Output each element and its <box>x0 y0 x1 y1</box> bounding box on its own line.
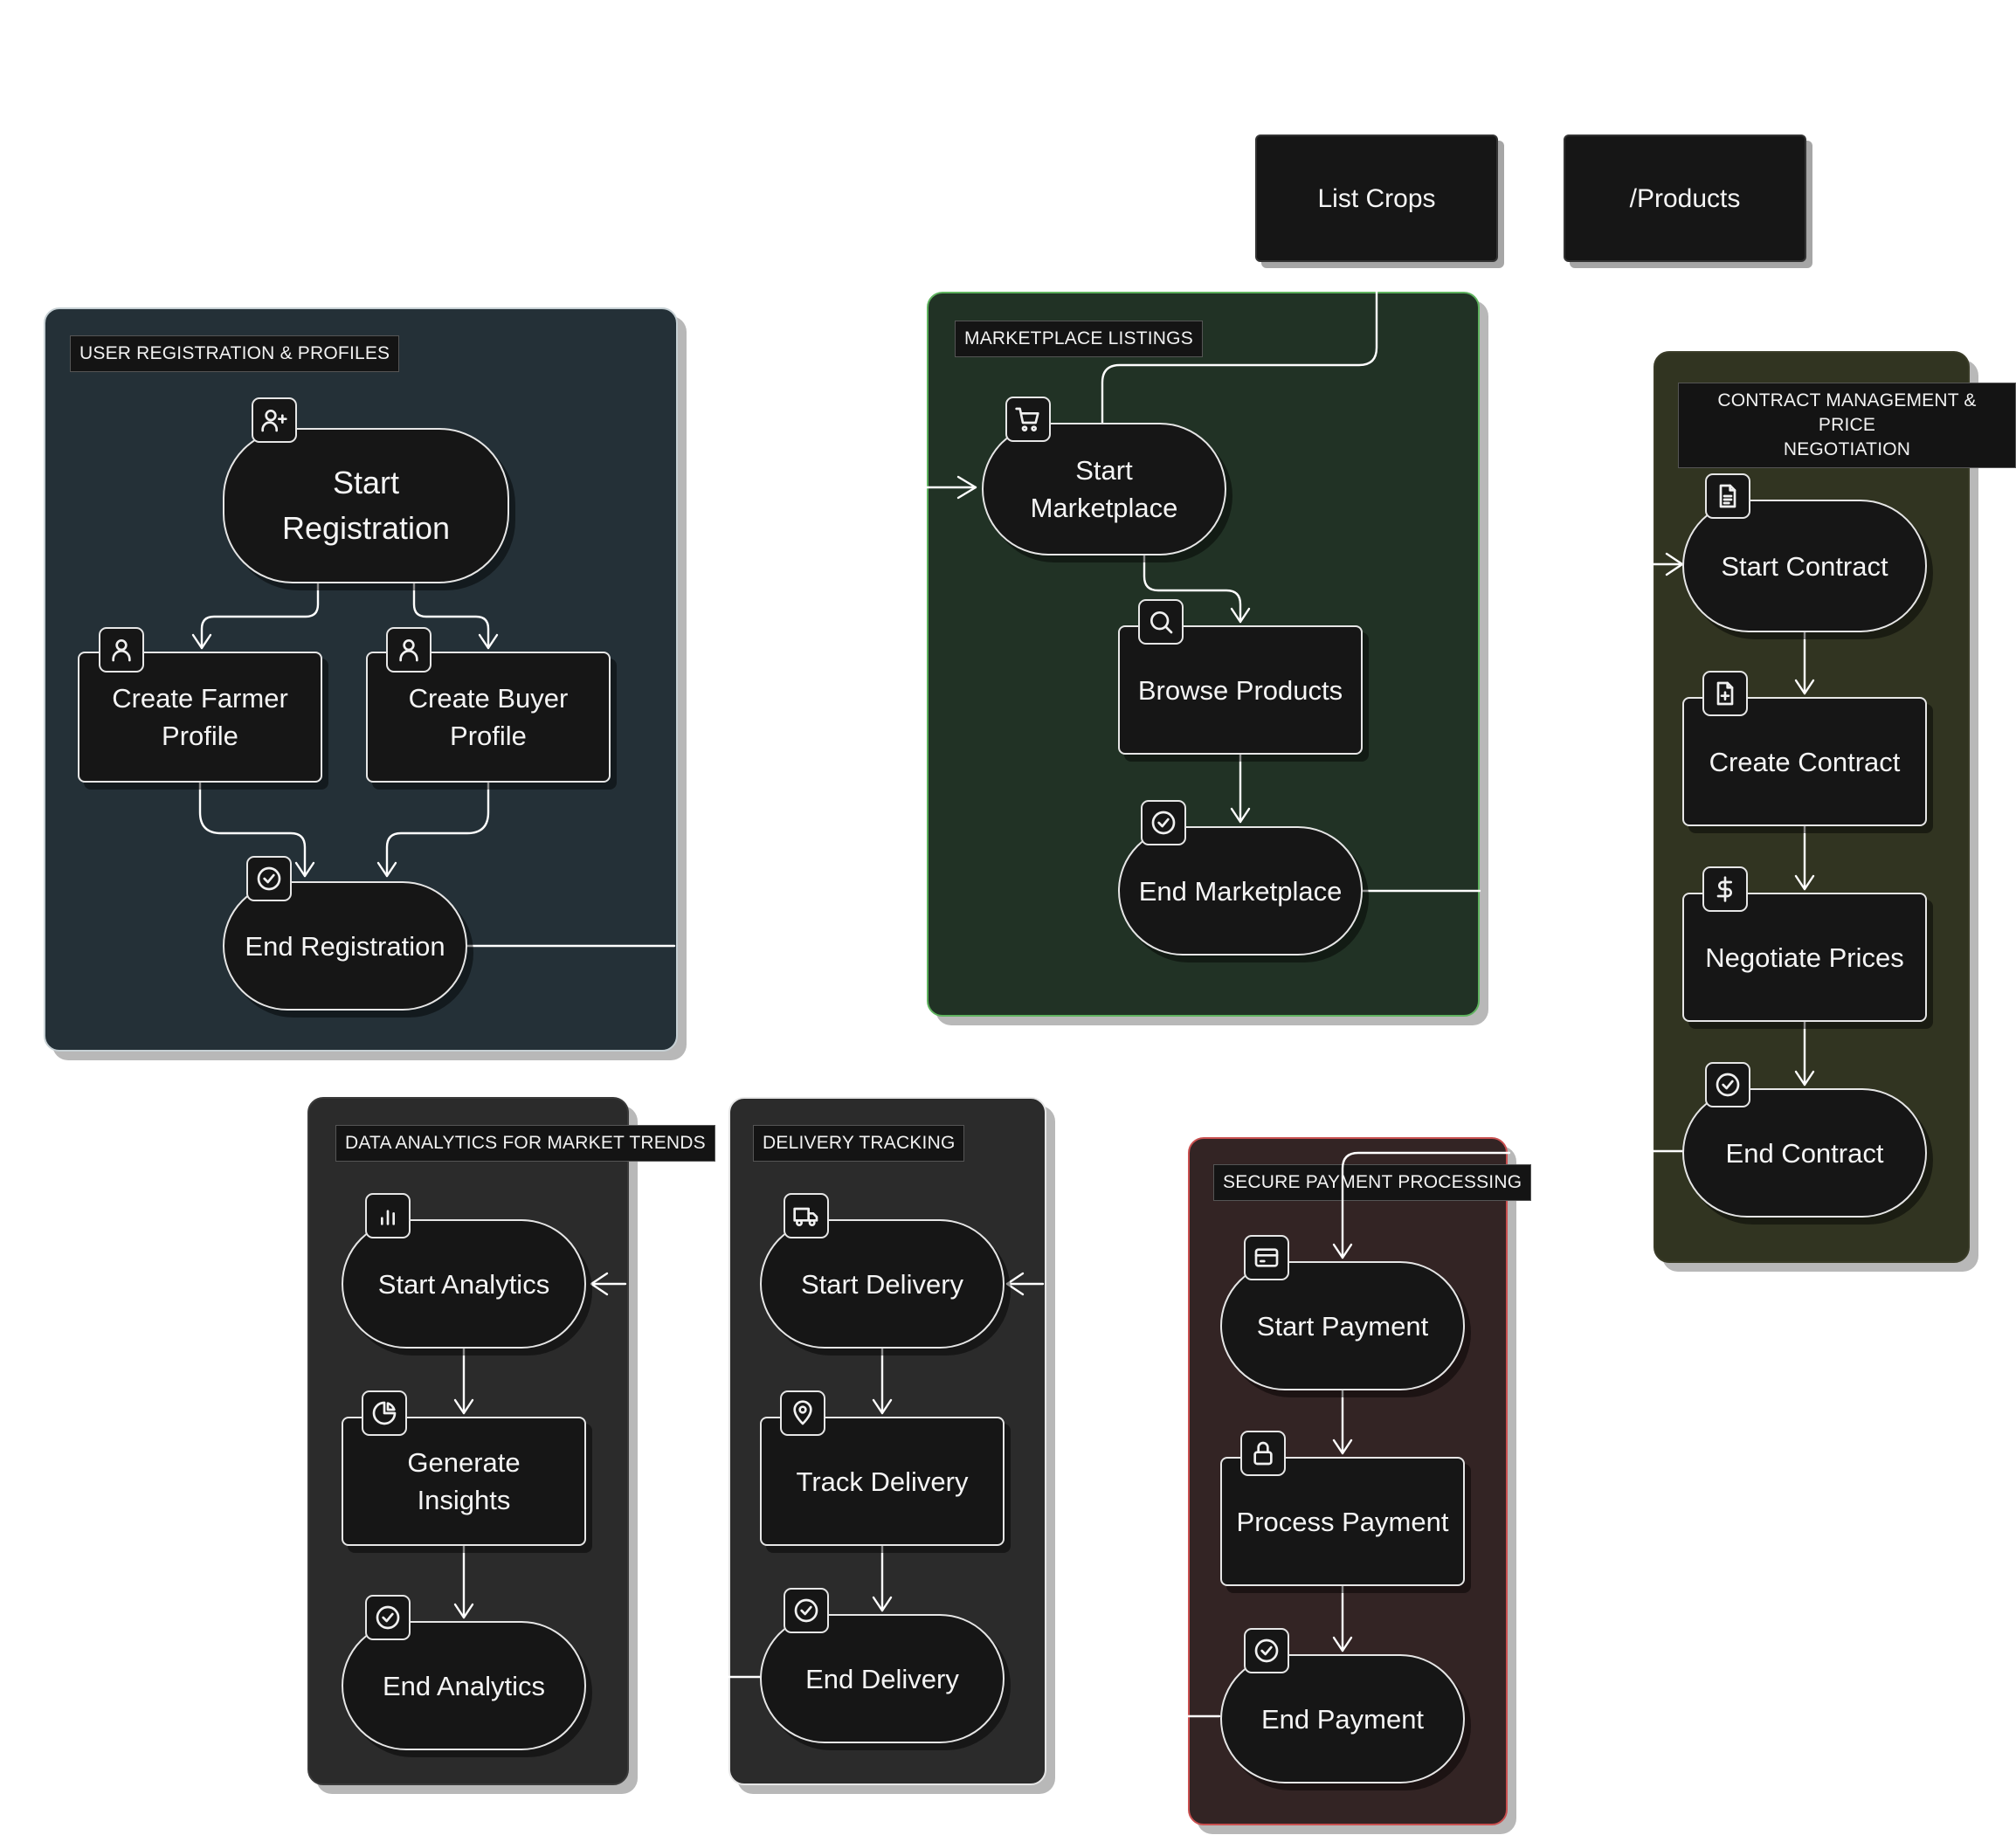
node-create-farmer-profile[interactable]: Create Farmer Profile <box>78 652 322 783</box>
group-label-contract: CONTRACT MANAGEMENT & PRICE NEGOTIATION <box>1678 383 2016 468</box>
check-circle-icon <box>1244 1628 1289 1673</box>
arrow-end-payment <box>1332 1636 1353 1652</box>
node-create-buyer-profile[interactable]: Create Buyer Profile <box>366 652 611 783</box>
group-label-payment: SECURE PAYMENT PROCESSING <box>1213 1164 1532 1201</box>
truck-icon <box>784 1193 829 1238</box>
credit-card-icon <box>1244 1235 1289 1280</box>
file-plus-icon <box>1702 671 1748 716</box>
edge-start-to-farmer <box>200 582 320 650</box>
arrow-end-market <box>1230 807 1251 824</box>
node-process-payment[interactable]: Process Payment <box>1220 1457 1465 1586</box>
node-end-contract[interactable]: End Contract <box>1682 1088 1927 1218</box>
lock-icon <box>1240 1431 1286 1476</box>
arrow-end-reg-2 <box>376 861 397 878</box>
check-circle-icon <box>784 1588 829 1633</box>
node-end-registration[interactable]: End Registration <box>223 881 467 1011</box>
group-label-delivery: DELIVERY TRACKING <box>753 1125 965 1162</box>
pie-chart-icon <box>362 1390 407 1436</box>
arrow-end-contract <box>1794 1070 1815 1087</box>
map-pin-icon <box>780 1390 825 1436</box>
node-start-marketplace[interactable]: Start Marketplace <box>982 423 1226 555</box>
node-generate-insights[interactable]: Generate Insights <box>342 1417 586 1546</box>
arrow-create <box>1794 679 1815 695</box>
bar-chart-icon <box>365 1193 411 1238</box>
node-negotiate-prices[interactable]: Negotiate Prices <box>1682 893 1927 1022</box>
dollar-icon <box>1702 866 1748 912</box>
node-track-delivery[interactable]: Track Delivery <box>760 1417 1005 1546</box>
arrow-insights <box>453 1398 474 1415</box>
search-icon <box>1138 599 1184 645</box>
arrow-process <box>1332 1438 1353 1455</box>
node-start-registration[interactable]: Start Registration <box>223 428 509 583</box>
arrow-negotiate <box>1794 874 1815 891</box>
arrow-end-reg-1 <box>294 861 315 878</box>
arrow-entry-marketplace <box>956 475 977 500</box>
arrow-entry-payment <box>1332 1243 1353 1259</box>
group-label-analytics: DATA ANALYTICS FOR MARKET TRENDS <box>335 1125 715 1162</box>
user-plus-icon <box>252 397 297 443</box>
check-circle-icon <box>1705 1062 1750 1107</box>
node-start-payment[interactable]: Start Payment <box>1220 1261 1465 1390</box>
edge-buyer-to-end <box>385 781 490 878</box>
check-circle-icon <box>1141 800 1186 845</box>
node-browse-products[interactable]: Browse Products <box>1118 625 1363 755</box>
node-end-analytics[interactable]: End Analytics <box>342 1621 586 1750</box>
user-icon <box>386 627 432 673</box>
node-list-crops[interactable]: List Crops <box>1255 135 1498 262</box>
node-end-marketplace[interactable]: End Marketplace <box>1118 826 1363 955</box>
file-text-icon <box>1705 473 1750 519</box>
node-start-delivery[interactable]: Start Delivery <box>760 1219 1005 1349</box>
node-products[interactable]: /Products <box>1564 135 1806 262</box>
arrow-entry-delivery <box>1005 1272 1025 1296</box>
user-icon <box>99 627 144 673</box>
arrow-buyer <box>478 633 499 650</box>
edge-listcrops-to-marketplace <box>1101 260 1378 424</box>
group-label-registration: USER REGISTRATION & PROFILES <box>70 335 400 372</box>
arrow-entry-analytics <box>590 1272 609 1296</box>
arrow-end-delivery <box>872 1596 893 1612</box>
arrow-farmer <box>191 633 212 650</box>
node-create-contract[interactable]: Create Contract <box>1682 697 1927 826</box>
edge-entry-payment <box>1341 1151 1511 1259</box>
edge-farmer-to-end <box>198 781 307 878</box>
arrow-browse <box>1230 607 1251 624</box>
arrow-end-analytics <box>453 1603 474 1619</box>
edge-start-to-buyer <box>412 582 490 650</box>
group-label-marketplace: MARKETPLACE LISTINGS <box>955 321 1203 357</box>
node-end-delivery[interactable]: End Delivery <box>760 1614 1005 1743</box>
node-start-analytics[interactable]: Start Analytics <box>342 1219 586 1349</box>
arrow-track <box>872 1398 893 1415</box>
node-end-payment[interactable]: End Payment <box>1220 1654 1465 1783</box>
node-start-contract[interactable]: Start Contract <box>1682 500 1927 632</box>
shopping-cart-icon <box>1005 397 1051 442</box>
check-circle-icon <box>246 856 292 901</box>
check-circle-icon <box>365 1595 411 1640</box>
edge-start-to-browse <box>1143 554 1242 624</box>
